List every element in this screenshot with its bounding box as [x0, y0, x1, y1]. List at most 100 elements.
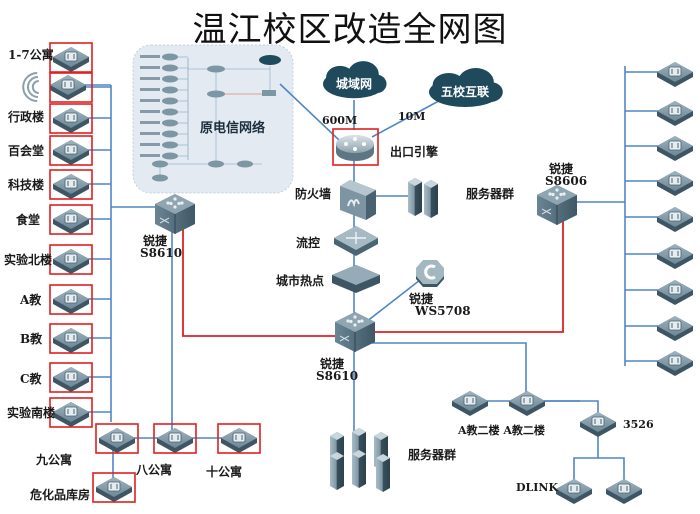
- label-1-7-dorm: 1-7公寓: [8, 48, 54, 62]
- access-switch-icon: [53, 47, 89, 72]
- left-core-s8610-icon: [155, 194, 195, 234]
- core-led: [559, 192, 563, 197]
- old-label-blur: [140, 77, 160, 80]
- core-led: [169, 201, 173, 206]
- switch-port-icon: [232, 432, 246, 443]
- switch-port-icon: [668, 105, 682, 116]
- old-label-blur: [140, 55, 160, 58]
- links-layer: [78, 66, 660, 485]
- old-switch-icon: [162, 75, 178, 83]
- switch-port-icon: [463, 395, 477, 406]
- switch-port-icon: [64, 51, 78, 62]
- old-label-blur: [140, 88, 160, 91]
- switch-3526-label: 3526: [623, 418, 654, 431]
- highlight-box: [49, 42, 93, 73]
- old-label-blur: [140, 66, 160, 69]
- wifi-signal-icon: [22, 72, 39, 102]
- left-core-model: S8610: [140, 246, 183, 260]
- server-tower: [424, 180, 438, 218]
- old-label-blur: [140, 143, 160, 146]
- diagram-title: 温江校区改造全网图: [192, 10, 508, 50]
- access-switch-icon: [53, 140, 89, 165]
- firewall-label: 防火墙: [295, 187, 332, 201]
- old-router-icon: [262, 90, 276, 96]
- label-building-b: B教: [20, 332, 43, 346]
- switch-port-icon: [668, 66, 682, 77]
- label-building-a: A教: [20, 293, 42, 307]
- switch-port-icon: [64, 332, 78, 343]
- highlight-box: [95, 423, 139, 454]
- core-led: [180, 201, 184, 205]
- old-network-label: 原电信网络: [200, 120, 265, 136]
- access-switch-icon: [53, 174, 89, 199]
- old-network-thumbnail: [140, 53, 281, 182]
- switch-port-icon: [64, 371, 78, 382]
- label-hazmat-storage: 危化品库房: [30, 488, 91, 502]
- switch-port-icon: [668, 355, 682, 366]
- cloud-label: 五校互联: [441, 84, 489, 99]
- label-dorm-9: 九公寓: [36, 453, 73, 467]
- city-hotspot-label: 城市热点: [276, 274, 325, 288]
- a-building-2f-switch-icon: [509, 391, 545, 416]
- highlight-box: [49, 72, 93, 103]
- flow-control-label: 流控: [296, 236, 321, 250]
- access-switch-icon: [53, 108, 89, 133]
- switch-port-icon: [64, 293, 78, 304]
- right-access-switch-icon: [657, 171, 693, 196]
- old-dorm-switch-icon: [208, 160, 224, 168]
- old-label-blur: [140, 99, 160, 102]
- label-tech-building: 科技楼: [8, 178, 45, 192]
- switch-port-icon: [168, 432, 182, 443]
- egress-label: 出口引擎: [390, 145, 439, 159]
- city-hotspot-appliance-icon: [332, 265, 380, 293]
- label-admin-building: 行政楼: [8, 110, 45, 124]
- flow-control-icon: [334, 226, 378, 256]
- switch-port-icon: [617, 483, 631, 494]
- core-to-a-building-link: [372, 342, 527, 395]
- right-core-s8606-icon: [537, 185, 577, 225]
- highlight-box: [49, 169, 93, 200]
- switch-port-icon: [64, 253, 78, 264]
- core-led: [173, 197, 177, 201]
- dlink-switch-icon: [606, 479, 642, 504]
- highlight-box: [49, 323, 93, 354]
- old-dorm-switch-icon: [152, 174, 168, 182]
- old-switch-icon: [162, 130, 178, 138]
- dorm8-switch-icon: [157, 428, 193, 453]
- access-switch-icon: [53, 328, 89, 353]
- highlight-box: [153, 423, 197, 454]
- server-tower: [352, 450, 366, 488]
- label-lab-south: 实验南楼: [7, 406, 56, 420]
- core-led: [548, 192, 552, 196]
- core-led: [555, 188, 559, 192]
- server-tower: [330, 452, 344, 490]
- switch-port-icon: [110, 432, 124, 443]
- right-core-fiber-link: [370, 218, 564, 333]
- ws5708-wireless-controller-icon: [416, 260, 444, 287]
- server-tower: [376, 454, 390, 492]
- switch-port-icon: [64, 178, 78, 189]
- dorm10-switch-icon: [221, 428, 257, 453]
- core-top: [155, 194, 195, 214]
- core-led: [357, 319, 361, 324]
- highlight-box: [49, 204, 93, 235]
- a-building-2f-label: A教二楼 A教二楼: [458, 424, 545, 437]
- old-core-icon: [207, 65, 225, 73]
- switch-port-icon: [61, 79, 75, 90]
- server-cluster-top-label: 服务器群: [466, 187, 515, 201]
- old-cloud-icon: [259, 55, 281, 65]
- right-access-switch-icon: [657, 207, 693, 232]
- five-schools-bandwidth-label: 10M: [398, 110, 426, 123]
- switch-port-icon: [668, 175, 682, 186]
- 3526-to-dlink-link: [573, 430, 599, 485]
- right-access-switch-icon: [657, 62, 693, 87]
- egress-router-icon: [336, 135, 374, 161]
- metro-cloud-icon: 城域网: [323, 61, 387, 99]
- right-access-switch-icon: [657, 244, 693, 269]
- old-telecom-network-panel: 原电信网络: [132, 44, 294, 194]
- access-switch-icon: [53, 289, 89, 314]
- metro-bandwidth-label: 600M: [322, 114, 358, 127]
- switch-port-icon: [591, 416, 605, 427]
